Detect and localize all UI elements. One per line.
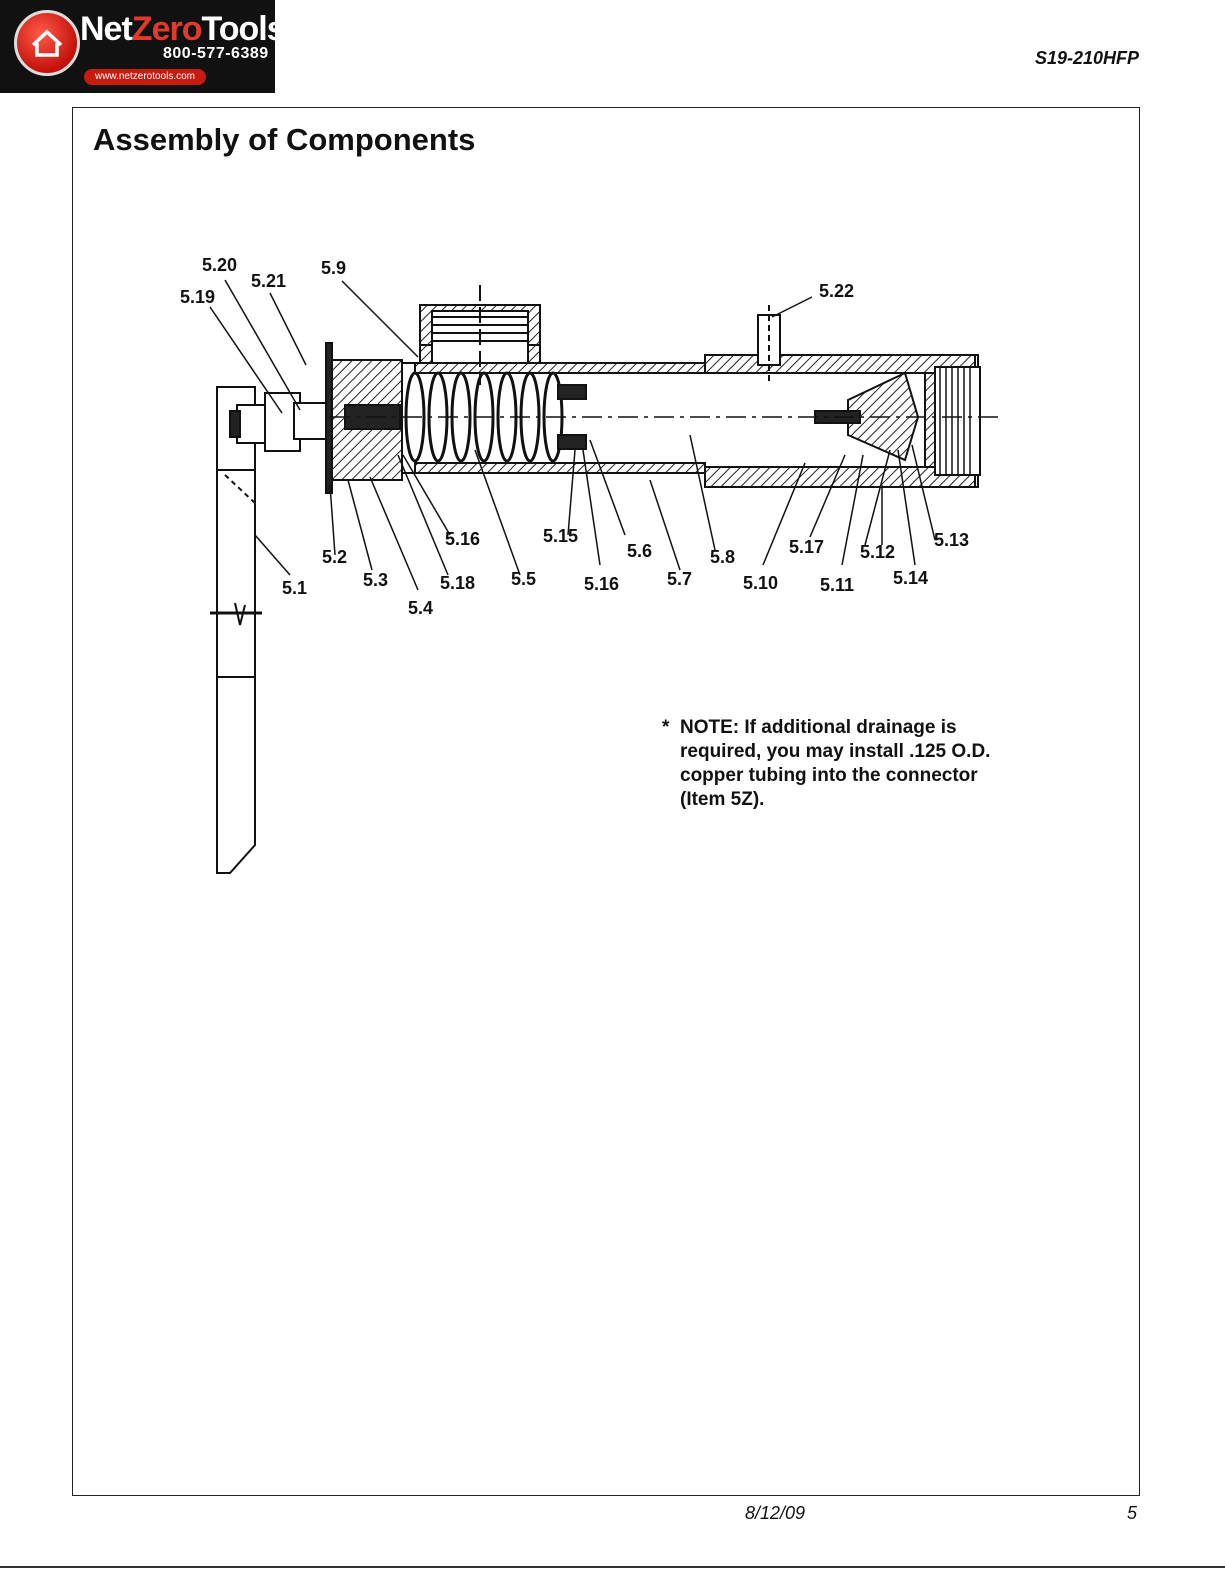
- content-frame: [72, 107, 1140, 1496]
- note-asterisk: *: [662, 717, 670, 738]
- callout-5-13: 5.13: [934, 530, 970, 550]
- page-title: Assembly of Components: [93, 122, 476, 157]
- callout-5-9: 5.9: [321, 258, 347, 278]
- callout-5-11: 5.11: [820, 575, 855, 595]
- drainage-note: * NOTE: If additional drainage is requir…: [662, 716, 990, 812]
- logo-brand-name: NetZeroTools: [80, 10, 286, 48]
- note-text: NOTE: If additional drainage is required…: [680, 717, 991, 810]
- callout-5-17: 5.17: [789, 537, 825, 557]
- bottom-divider: [0, 1566, 1225, 1568]
- callout-5-21: 5.21: [251, 271, 287, 291]
- callout-5-18: 5.18: [440, 573, 476, 593]
- logo-url: www.netzerotools.com: [84, 69, 206, 85]
- logo-phone: 800-577-6389: [163, 45, 269, 62]
- house-icon: [14, 10, 80, 76]
- callout-5-1: 5.1: [282, 578, 308, 598]
- callout-5-5: 5.5: [511, 569, 537, 589]
- callout-5-4: 5.4: [408, 598, 434, 618]
- callout-5-10: 5.10: [743, 573, 779, 593]
- document-code: S19-210HFP: [1034, 48, 1139, 68]
- callout-5-15: 5.15: [543, 526, 579, 546]
- callout-5-16-bottom: 5.16: [584, 574, 620, 594]
- callout-5-3: 5.3: [363, 570, 389, 590]
- page-number: 5: [1127, 1503, 1138, 1523]
- callout-5-7: 5.7: [667, 569, 693, 589]
- callout-5-14: 5.14: [893, 568, 929, 588]
- callout-5-2: 5.2: [322, 547, 348, 567]
- callout-5-19: 5.19: [180, 287, 216, 307]
- assembly-cross-section: [209, 279, 1000, 874]
- footer-date: 8/12/09: [745, 1503, 806, 1523]
- callout-5-12: 5.12: [860, 542, 896, 562]
- netzerotools-logo: NetZeroTools 800-577-6389 www.netzerotoo…: [0, 0, 286, 93]
- callout-5-22: 5.22: [819, 281, 855, 301]
- callout-5-6: 5.6: [627, 541, 653, 561]
- callout-5-16-top: 5.16: [445, 529, 481, 549]
- callout-5-20: 5.20: [202, 255, 238, 275]
- callout-5-8: 5.8: [710, 547, 736, 567]
